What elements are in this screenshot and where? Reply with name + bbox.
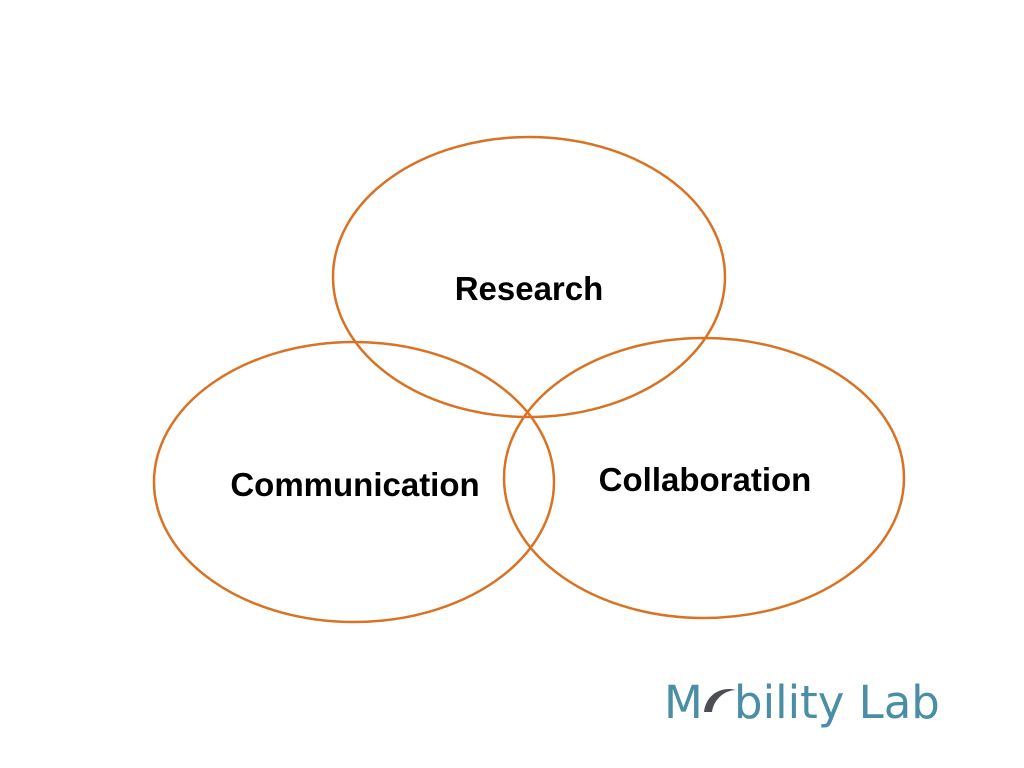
svg-text:bility Lab: bility Lab: [734, 676, 940, 729]
research-circle: [331, 135, 727, 419]
svg-text:M: M: [664, 676, 703, 729]
collaboration-circle: [502, 336, 906, 620]
communication-circle: [152, 340, 556, 624]
communication-label: Communication: [230, 466, 479, 503]
collaboration-label: Collaboration: [599, 461, 812, 498]
research-label: Research: [455, 270, 604, 307]
logo-swoosh-icon: [704, 688, 736, 712]
mobility-lab-logo: M bility Lab: [664, 676, 940, 729]
